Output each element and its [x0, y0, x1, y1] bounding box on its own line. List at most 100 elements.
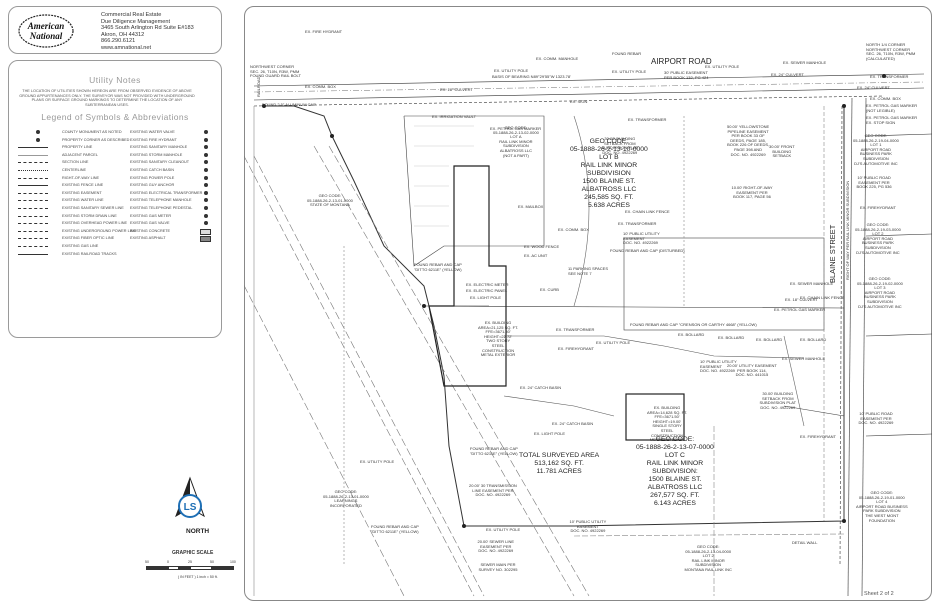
svg-text:American: American	[27, 21, 65, 31]
legend-symbol-icon	[204, 168, 208, 172]
company-line-5: 866.290.6121	[101, 38, 136, 45]
utility-notes-body: THE LOCATION OF UTILITIES SHOWN HEREON A…	[19, 89, 195, 107]
label-light-pole-1: EX. LIGHT POLE	[470, 295, 502, 300]
legend-entry: EXISTING TELEPHONE MANHOLE	[130, 198, 192, 203]
label-culvert-ne: EX. 24" CULVERT	[857, 85, 890, 90]
airport-road-label: AIRPORT ROAD	[651, 57, 712, 66]
legend-symbol-icon	[204, 152, 208, 157]
label-aluminum-cap: FOUND 2.5" ALUMINUM CAP	[262, 102, 316, 107]
legend-entry: EXISTING FIRE HYDRANT	[130, 137, 177, 142]
scale-tick-25: 25	[188, 560, 192, 564]
legend-symbol-icon	[204, 183, 208, 188]
label-chain-fence: EX. CHAIN LINK FENCE	[625, 209, 670, 214]
label-utility-pole-3: EX. UTILITY POLE	[705, 64, 740, 69]
label-fire-hydrant-3: EX. FIREHYDRANT	[860, 205, 897, 210]
label-bollard-3: EX. BOLLARD	[756, 337, 783, 342]
label-bollard-1: EX. BOLLARD	[678, 332, 705, 337]
label-comm-box-2: EX. COMM. BOX	[558, 227, 589, 232]
legend-entry: EXISTING WATER LINE	[62, 198, 104, 203]
legend-entry: EXISTING WATER VALVE	[130, 130, 175, 134]
svg-text:LS: LS	[184, 502, 197, 513]
legend-entry: EXISTING SANITARY CLEANOUT	[130, 160, 190, 165]
legend-line-sample	[18, 238, 48, 240]
legend-symbol-icon	[36, 137, 40, 142]
graphic-scale-title: GRAPHIC SCALE	[172, 550, 214, 556]
north-arrow-icon: LS	[175, 476, 205, 518]
legend-line-sample	[18, 170, 48, 171]
company-line-6: www.amnational.net	[101, 44, 152, 51]
company-line-3: 3465 South Arlington Rd Suite E#183	[101, 25, 194, 32]
company-line-1: Commercial Real Estate	[101, 12, 162, 18]
label-wood-fence: EX. WOOD FENCE	[524, 244, 560, 249]
label-sewer-manhole-top: EX. SEWER MANHOLE	[783, 60, 827, 65]
legend-entry: EXISTING SANITARY SEWER LINE	[62, 206, 124, 210]
legend-entry: EXISTING ASPHALT	[130, 236, 166, 241]
label-basis-bearing: BASIS OF BEARING N89°29'55"W 1323.78'	[492, 74, 571, 79]
label-comm-box-ne: EX. COMM. BOX	[870, 96, 901, 101]
legend-symbol-icon	[36, 130, 40, 134]
label-petrol-gas: EX. PETROL GAS MARKER	[490, 126, 542, 131]
legend-symbol-icon	[200, 228, 211, 235]
title-block: American National Commercial Real Estate…	[8, 6, 222, 54]
label-sign: EX. SIGN	[570, 99, 588, 104]
street-right-of-way: RIGHT OF WAY PER RAIL LINK MINOR SUBDIVI…	[845, 180, 850, 280]
legend-entry: EXISTING STORM DRAIN LINE	[62, 213, 117, 218]
legend-symbol-icon	[204, 198, 208, 203]
legend-entry: ADJACENT PARCEL	[62, 152, 98, 157]
label-curb: EX. CURB	[540, 287, 559, 292]
legend-entry: COUNTY MONUMENT AS NOTED	[62, 130, 122, 134]
legend-entry: PROPERTY CORNER AS DESCRIBED	[62, 137, 130, 142]
legend-entry: EXISTING FENCE LINE	[62, 183, 104, 188]
american-national-logo: American National	[18, 14, 74, 48]
company-info: Commercial Real Estate Due Diligence Man…	[101, 12, 194, 52]
legend-entry: EXISTING POWER POLE	[130, 175, 175, 180]
label-culvert-3: EX. 18" CULVERT	[785, 297, 818, 302]
company-line-4: Akron, OH 44312	[101, 31, 145, 38]
legend-line-sample	[18, 192, 48, 194]
label-culvert-2: EX. 24" CULVERT	[771, 72, 804, 77]
company-line-2: Due Diligence Management	[101, 18, 171, 25]
legend-symbol-icon	[204, 145, 208, 150]
label-sewer-manhole-3: EX. SEWER MANHOLE	[782, 356, 826, 361]
legend-entry: EXISTING SANITARY MANHOLE	[130, 145, 188, 150]
label-found-rebar-ditto: FOUND REBAR AND CAP"DITTO 6211E" (YELLOW…	[414, 262, 462, 272]
legend-entry: EXISTING GUY ANCHOR	[130, 183, 175, 188]
legend-entry: EXISTING CONCRETE	[130, 228, 171, 233]
legend-symbol-icon	[204, 206, 208, 210]
label-bollard-4: EX. BOLLARD	[800, 337, 827, 342]
legend-entry: EXISTING GAS VALVE	[130, 221, 170, 226]
scale-tick-0: 0	[167, 560, 169, 564]
notes-legend-panel	[8, 60, 222, 338]
label-fire-hydrant-top: EX. FIRE HYDRANT	[305, 29, 343, 34]
legend-entry: EXISTING UNDERGROUND POWER LINE	[62, 228, 137, 233]
legend-line-sample	[18, 185, 48, 187]
legend-symbol-icon	[200, 236, 211, 243]
legend-line-sample	[18, 177, 48, 179]
legend-entry: EXISTING FIBER OPTIC LINE	[62, 236, 115, 241]
legend-line-sample	[18, 147, 48, 149]
legend-entry: EXISTING EASEMENT	[62, 190, 102, 195]
legend-symbol-icon	[204, 130, 208, 134]
legend-entry: EXISTING ELECTRICAL TRANSFORMER	[130, 190, 203, 195]
label-transformer-1: EX. TRANSFORMER	[628, 117, 667, 122]
label-bollard-2: EX. BOLLARD	[718, 335, 745, 340]
